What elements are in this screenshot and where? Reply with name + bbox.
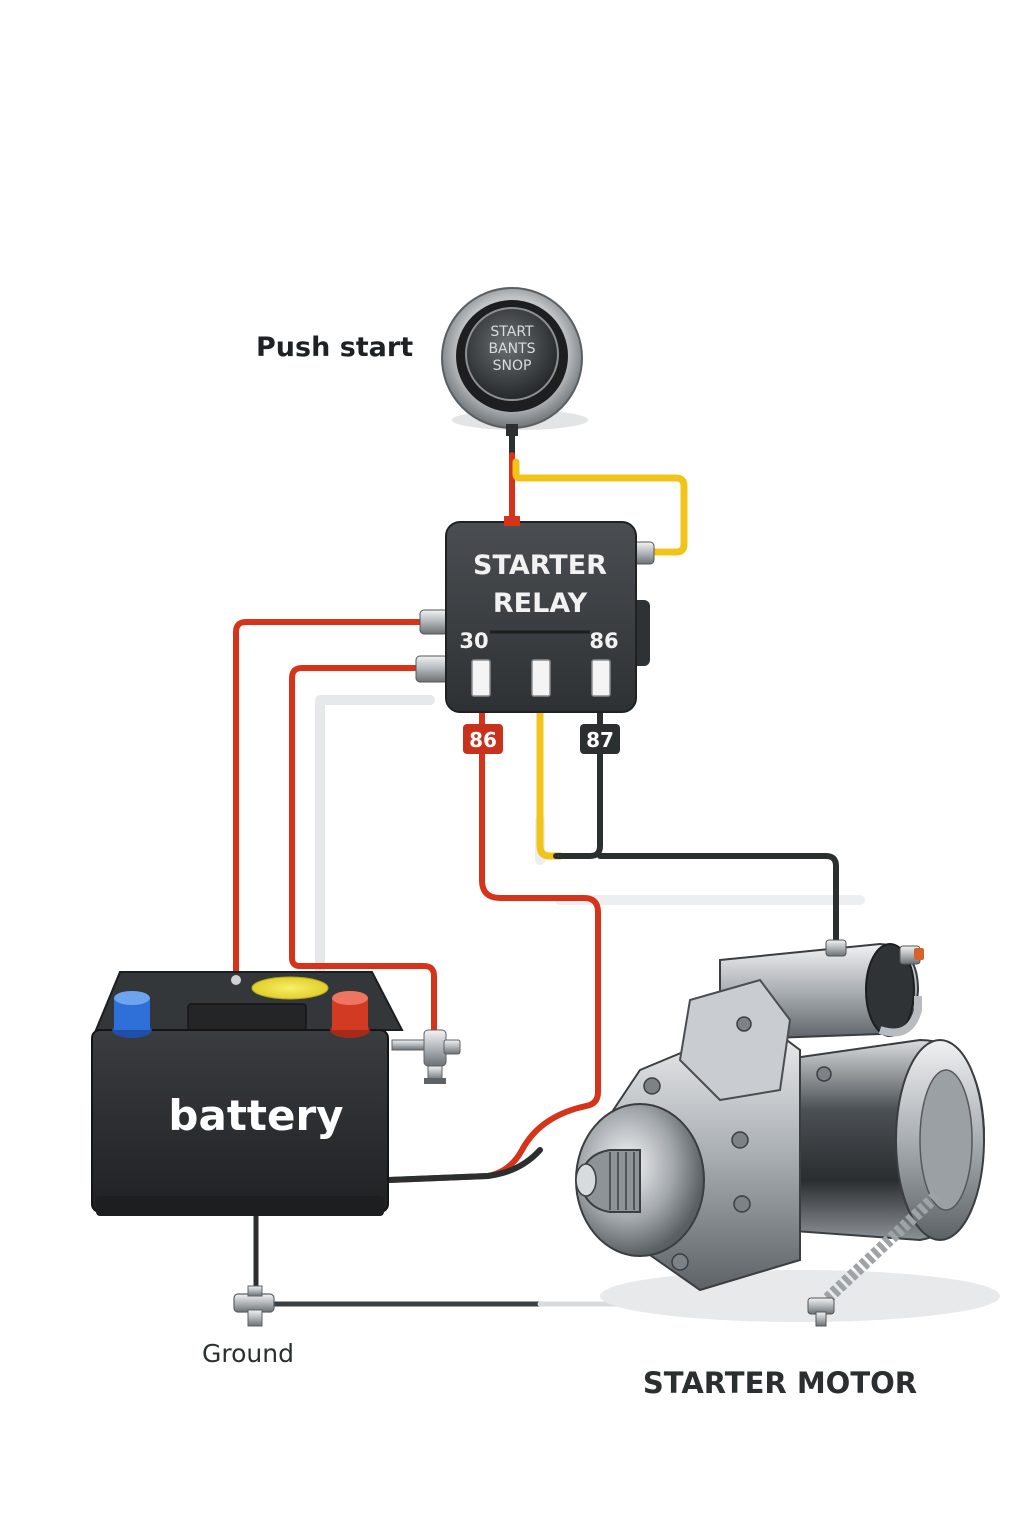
battery-yellow-indicator [251,976,329,1000]
ground-terminal [233,1285,275,1327]
battery-vent [231,975,241,985]
tag-87: 87 [580,724,620,754]
push-start-label: Push start [256,332,413,363]
motor-flange [678,978,792,1102]
wire-relay-86-to-starter-red [387,697,601,1183]
button-stem [506,424,518,436]
relay-pin-30-label: 30 [459,629,488,653]
battery-positive-terminal [330,991,370,1038]
solenoid-terminal-tip [914,948,924,960]
ghost-line [535,815,865,905]
button-face-text-line2: BANTS [488,341,535,357]
relay-title-line1: STARTER [473,550,607,581]
relay-pin-middle [531,659,551,697]
relay-lug-left-lower [415,655,449,683]
battery-clamp [391,1029,461,1084]
strap-lug-stem [815,1311,827,1327]
pinion-tip [575,1163,597,1197]
relay-top-connector [504,516,520,526]
ground-label: Ground [202,1339,294,1368]
relay-pin-86-label: 86 [589,629,618,653]
flange-bolt [731,1131,749,1149]
flange-bolt [671,1253,689,1271]
tag-86-bg [463,724,503,754]
starter-motor-label: STARTER MOTOR [643,1366,917,1400]
relay-title-line2: RELAY [493,588,588,619]
battery-label: battery [168,1091,343,1140]
tag-86-label: 86 [469,728,497,752]
relay-body [445,521,637,713]
button-face [465,307,559,401]
battery-negative-terminal [112,991,152,1038]
braided-ground-strap [821,1191,941,1305]
flange-bolt [736,1016,752,1032]
relay-pin-left [471,659,491,697]
wire-relay-to-battery-red-outer [233,619,431,983]
wire-battery-to-starter-black [385,1147,543,1183]
solenoid-top-terminal [825,939,847,957]
wire-relay-to-battery-clamp-red [289,665,437,1035]
tag-87-bg [580,724,620,754]
flange-bolt [816,1066,832,1082]
wire-button-to-relay-yellow [512,458,688,556]
pinion-teeth [609,1152,635,1210]
wire-relay-87-to-solenoid-black [553,697,839,949]
starter-motor [575,939,1000,1327]
flange-bolt [733,1195,751,1213]
motor-end-cap-inner [919,1069,973,1211]
motor-shadow [600,1270,1000,1322]
flange-bolt [643,1077,661,1095]
solenoid-strap [878,996,922,1037]
push-start-button[interactable]: START BANTS SNOP [441,287,588,436]
relay-lug-left-upper [419,609,449,635]
wire-relay-mid-yellow [536,696,564,860]
wires [233,425,865,1307]
battery-base [96,1196,384,1216]
tag-87-label: 87 [586,728,614,752]
battery: battery [91,971,461,1216]
battery-lid-slot [187,1003,307,1031]
relay-pin-right [591,659,611,697]
button-face-text-line3: SNOP [493,358,532,374]
button-face-text-line1: START [490,324,534,340]
tag-86: 86 [463,724,503,754]
starter-relay: STARTER RELAY 30 86 [415,516,655,713]
